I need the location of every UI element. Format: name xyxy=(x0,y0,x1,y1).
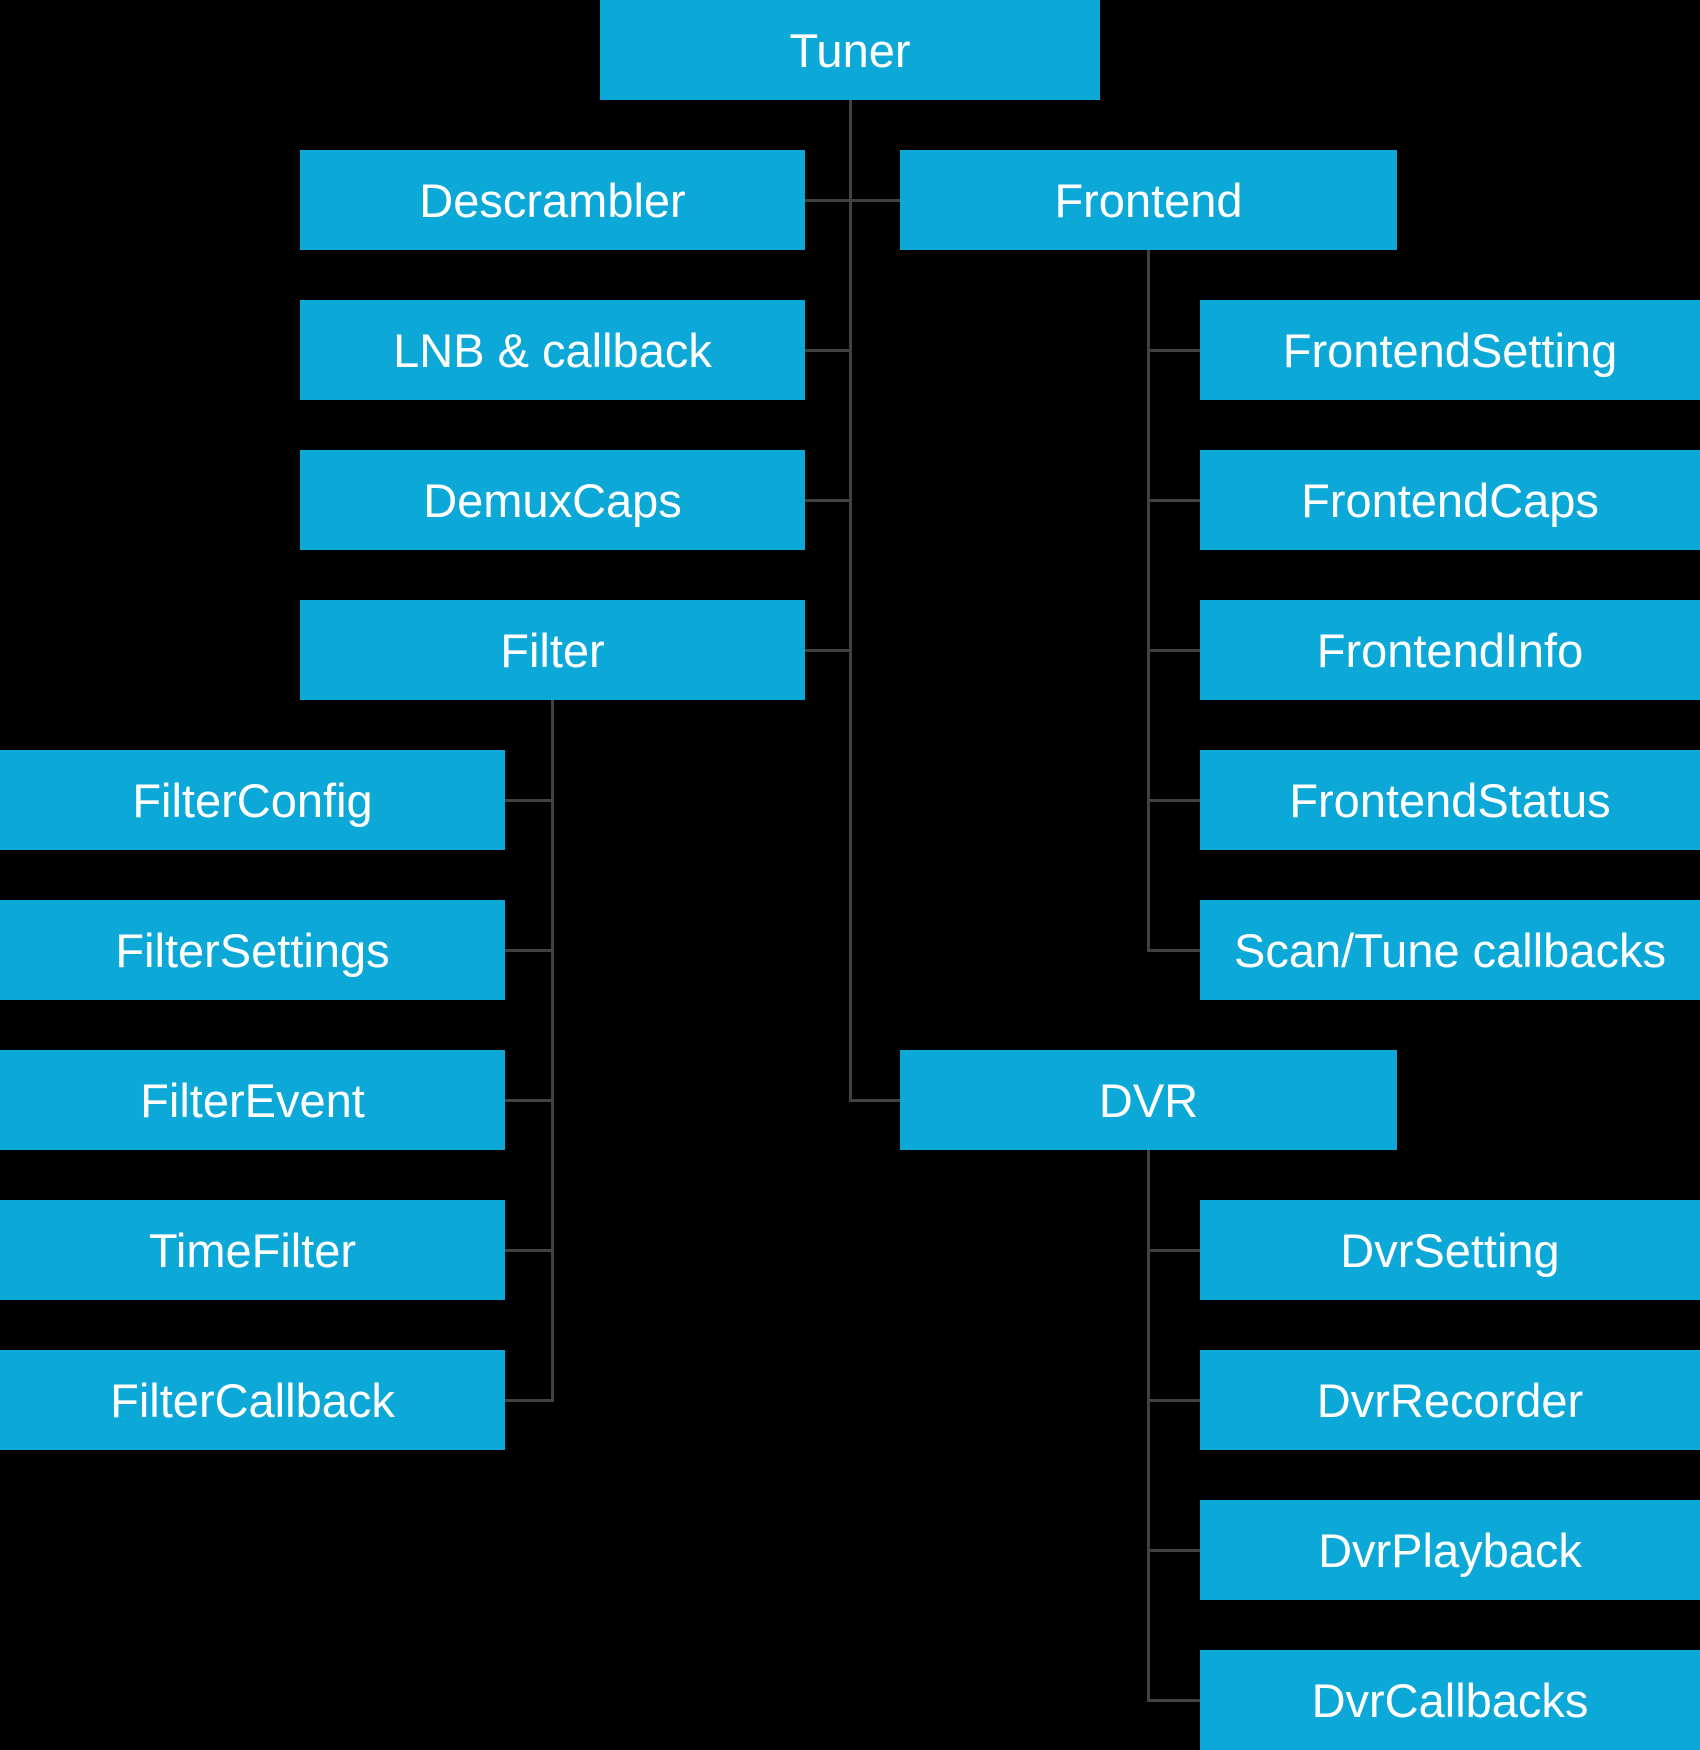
connector-scantune-stub-h xyxy=(1150,949,1200,952)
node-label: Filter xyxy=(500,623,605,677)
connector-tuner-trunk-v xyxy=(849,100,852,1102)
node-lnb-callback: LNB & callback xyxy=(300,300,805,400)
connector-filterevent-stub-h xyxy=(505,1099,553,1102)
node-label: FilterSettings xyxy=(115,923,390,977)
node-filtercallback: FilterCallback xyxy=(0,1350,505,1450)
connector-dvrplayback-stub-h xyxy=(1150,1549,1200,1552)
node-filter: Filter xyxy=(300,600,805,700)
node-scantune: Scan/Tune callbacks xyxy=(1200,900,1700,1000)
node-filterevent: FilterEvent xyxy=(0,1050,505,1150)
node-frontendcaps: FrontendCaps xyxy=(1200,450,1700,550)
connector-filter-spine-v xyxy=(551,700,554,1402)
node-label: DvrRecorder xyxy=(1316,1373,1584,1427)
node-descrambler: Descrambler xyxy=(300,150,805,250)
connector-dvrcallbacks-stub-h xyxy=(1150,1699,1200,1702)
node-label: DvrSetting xyxy=(1340,1223,1560,1277)
node-label: FrontendCaps xyxy=(1301,473,1599,527)
connector-filtercallback-stub-h xyxy=(505,1399,553,1402)
node-label: FrontendSetting xyxy=(1282,323,1618,377)
node-label: DvrPlayback xyxy=(1318,1523,1582,1577)
node-dvrrecorder: DvrRecorder xyxy=(1200,1350,1700,1450)
connector-demuxcaps-stub-h xyxy=(805,499,850,502)
connector-frontendcaps-stub-h xyxy=(1150,499,1200,502)
connector-descrambler-frontend-h xyxy=(805,199,900,202)
node-demuxcaps: DemuxCaps xyxy=(300,450,805,550)
node-label: FilterCallback xyxy=(110,1373,395,1427)
node-timefilter: TimeFilter xyxy=(0,1200,505,1300)
connector-frontendinfo-stub-h xyxy=(1150,649,1200,652)
node-label: FilterConfig xyxy=(132,773,373,827)
connector-frontend-spine-v xyxy=(1147,250,1150,952)
node-label: LNB & callback xyxy=(393,323,712,377)
node-dvrsetting: DvrSetting xyxy=(1200,1200,1700,1300)
connector-lnb-stub-h xyxy=(805,349,850,352)
node-dvrcallbacks: DvrCallbacks xyxy=(1200,1650,1700,1750)
node-frontend: Frontend xyxy=(900,150,1397,250)
node-dvr: DVR xyxy=(900,1050,1397,1150)
connector-timefilter-stub-h xyxy=(505,1249,553,1252)
node-tuner: Tuner xyxy=(600,0,1100,100)
connector-dvrrecorder-stub-h xyxy=(1150,1399,1200,1402)
connector-frontendstatus-stub-h xyxy=(1150,799,1200,802)
connector-frontendsetting-stub-h xyxy=(1150,349,1200,352)
connector-filterconfig-stub-h xyxy=(505,799,553,802)
node-frontendsetting: FrontendSetting xyxy=(1200,300,1700,400)
node-filterconfig: FilterConfig xyxy=(0,750,505,850)
node-label: Tuner xyxy=(789,23,911,77)
node-filtersettings: FilterSettings xyxy=(0,900,505,1000)
connector-filtersettings-stub-h xyxy=(505,949,553,952)
node-frontendstatus: FrontendStatus xyxy=(1200,750,1700,850)
node-label: Descrambler xyxy=(419,173,686,227)
node-label: FrontendInfo xyxy=(1316,623,1584,677)
connector-dvr-stub-h xyxy=(850,1099,900,1102)
node-label: Scan/Tune callbacks xyxy=(1234,923,1666,977)
node-label: DvrCallbacks xyxy=(1311,1673,1589,1727)
connector-dvr-spine-v xyxy=(1147,1150,1150,1702)
node-label: Frontend xyxy=(1054,173,1243,227)
node-dvrplayback: DvrPlayback xyxy=(1200,1500,1700,1600)
node-label: DVR xyxy=(1098,1073,1199,1127)
node-label: FilterEvent xyxy=(140,1073,365,1127)
connector-dvrsetting-stub-h xyxy=(1150,1249,1200,1252)
node-label: FrontendStatus xyxy=(1289,773,1611,827)
node-label: DemuxCaps xyxy=(423,473,682,527)
connector-filter-stub-h xyxy=(805,649,850,652)
node-label: TimeFilter xyxy=(148,1223,357,1277)
node-frontendinfo: FrontendInfo xyxy=(1200,600,1700,700)
